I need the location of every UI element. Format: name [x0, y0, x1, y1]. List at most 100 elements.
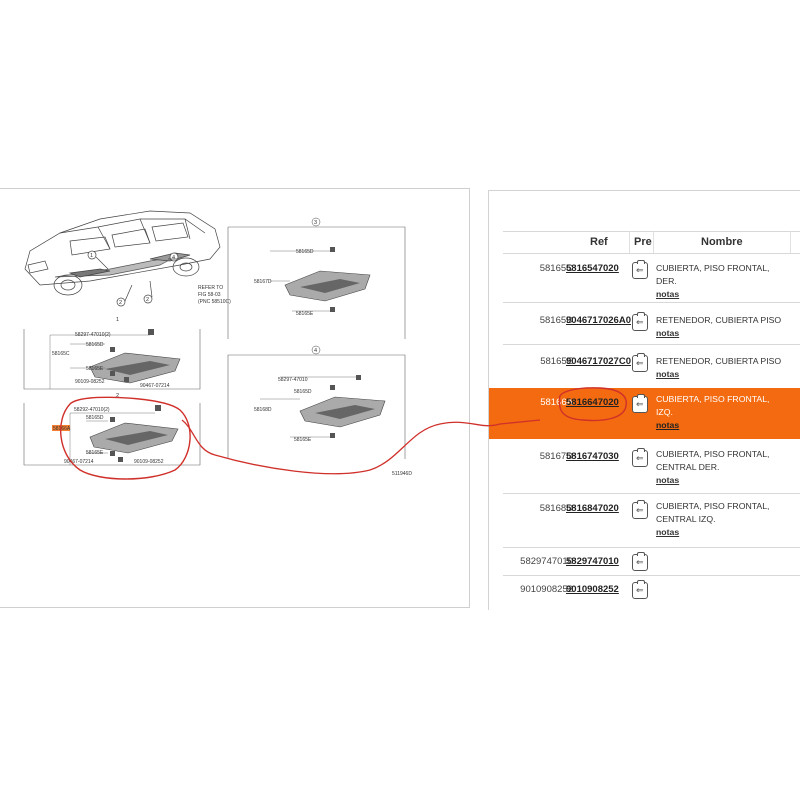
description-line: CENTRAL IZQ. [656, 514, 716, 524]
part-ref-link[interactable]: 9010908252 [566, 584, 619, 595]
clipboard-icon[interactable]: ⇐ [632, 312, 648, 331]
p4-label-58297: 58297-47010 [278, 377, 308, 383]
table-row[interactable]: 5829747010 5829747010 ⇐ [489, 547, 800, 575]
header-divider [790, 231, 791, 253]
frame-4-number: 4 [314, 348, 317, 354]
clipboard-icon[interactable]: ⇐ [632, 448, 648, 467]
p1-label-58165E: 58165E [86, 366, 104, 372]
notes-link[interactable]: notas [656, 420, 680, 430]
row-rule [503, 547, 800, 548]
header-divider [653, 231, 654, 253]
description-line: CUBIERTA, PISO FRONTAL, [656, 394, 770, 404]
description-line: IZQ. [656, 407, 673, 417]
part-description: RETENEDOR, CUBIERTA PISO notas [656, 314, 796, 340]
callout-3: 2 [146, 297, 149, 303]
p4-label-58165E: 58165E [294, 437, 312, 443]
subassembly-frame-2: 2 [23, 393, 201, 466]
car-illustration [24, 210, 221, 307]
description-line: RETENEDOR, CUBIERTA PISO [656, 356, 782, 366]
p2-label-58292: 58292-47010(2) [74, 407, 110, 413]
header-nombre: Nombre [701, 236, 743, 248]
header-ref: Ref [590, 236, 608, 248]
part-ref-link[interactable]: 5816847020 [566, 503, 619, 514]
header-divider [629, 231, 630, 253]
p3-label-58165E: 58165E [296, 311, 314, 317]
table-row-selected[interactable]: 58166A 5816647020 ⇐ CUBIERTA, PISO FRONT… [489, 388, 800, 439]
row-rule [503, 575, 800, 576]
header-rule [503, 253, 800, 254]
part-ref-link[interactable]: 5816647020 [566, 397, 619, 408]
table-row[interactable]: 58165C 5816547020 ⇐ CUBIERTA, PISO FRONT… [489, 253, 800, 299]
header-pre: Pre [634, 236, 652, 248]
p3-label-58167D: 58167D [254, 279, 272, 285]
part-ref-link[interactable]: 9046717026A0 [566, 315, 631, 326]
part-code: 5829747010 [520, 556, 573, 567]
part-description: CUBIERTA, PISO FRONTAL, CENTRAL DER. not… [656, 448, 796, 487]
refer-note-line3: (PNC 58510C) [198, 299, 231, 305]
part-code: 58168D [539, 503, 573, 514]
figure-code: 511946D [392, 471, 412, 477]
refer-note-line1: REFER TO [198, 285, 223, 291]
subassembly-frame-1: 1 [23, 317, 201, 390]
description-line: CUBIERTA, PISO FRONTAL, [656, 501, 770, 511]
callout-2: 2 [119, 300, 122, 306]
notes-link[interactable]: notas [656, 475, 680, 485]
table-top-rule [503, 231, 800, 232]
part-code: 9010908252 [520, 584, 573, 595]
part-description: CUBIERTA, PISO FRONTAL, DER. notas [656, 262, 796, 301]
description-line: CUBIERTA, PISO FRONTAL, [656, 449, 770, 459]
part-ref-link[interactable]: 9046717027C0 [566, 356, 631, 367]
p4-label-58165D: 58165D [294, 389, 312, 395]
part-ref-link[interactable]: 5829747010 [566, 556, 619, 567]
notes-link[interactable]: notas [656, 527, 680, 537]
table-row[interactable]: 9010908252 9010908252 ⇐ [489, 575, 800, 603]
frame-1-number: 1 [116, 317, 119, 323]
description-line: CUBIERTA, PISO FRONTAL, [656, 263, 770, 273]
part-description: CUBIERTA, PISO FRONTAL, IZQ. notas [656, 393, 796, 432]
clipboard-icon[interactable]: ⇐ [632, 353, 648, 372]
row-rule [503, 493, 800, 494]
p2-label-90467: 90467-07214 [64, 459, 94, 465]
table-row[interactable]: 58167D 5816747030 ⇐ CUBIERTA, PISO FRONT… [489, 443, 800, 493]
notes-link[interactable]: notas [656, 289, 680, 299]
clipboard-icon[interactable]: ⇐ [632, 394, 648, 413]
part-description: RETENEDOR, CUBIERTA PISO notas [656, 355, 796, 381]
parts-table-panel: Ref Pre Nombre 58165C 5816547020 ⇐ CUBIE… [488, 190, 800, 610]
callout-4: 4 [172, 255, 175, 261]
p1-label-58165D: 58165D [86, 342, 104, 348]
p1-label-58297: 58297-47010(2) [75, 332, 111, 338]
part-ref-link[interactable]: 5816547020 [566, 263, 619, 274]
table-row[interactable]: 58165E 9046717027C0 ⇐ RETENEDOR, CUBIERT… [489, 344, 800, 385]
row-rule [503, 344, 800, 345]
refer-note-line2: FIG 58-03 [198, 292, 221, 298]
clipboard-icon[interactable]: ⇐ [632, 260, 648, 279]
p1-label-90109: 90109-08252 [75, 379, 105, 385]
part-code: 58165D [539, 315, 573, 326]
clipboard-icon[interactable]: ⇐ [632, 500, 648, 519]
frame-3-number: 3 [314, 220, 317, 226]
p2-label-58165E: 58165E [86, 450, 104, 456]
callout-1: 1 [90, 253, 93, 259]
part-code: 58165E [540, 356, 573, 367]
clipboard-icon[interactable]: ⇐ [632, 580, 648, 599]
description-line: CENTRAL DER. [656, 462, 720, 472]
p1-label-58165C: 58165C [52, 351, 70, 357]
part-code: 58165C [539, 263, 573, 274]
subassembly-frame-3: 3 [227, 217, 406, 339]
table-row[interactable]: 58165D 9046717026A0 ⇐ RETENEDOR, CUBIERT… [489, 302, 800, 343]
table-row[interactable]: 58168D 5816847020 ⇐ CUBIERTA, PISO FRONT… [489, 493, 800, 543]
notes-link[interactable]: notas [656, 369, 680, 379]
p2-label-58165D: 58165D [86, 415, 104, 421]
part-ref-link[interactable]: 5816747030 [566, 451, 619, 462]
p4-label-58168D: 58168D [254, 407, 272, 413]
p1-label-90467: 90467-07214 [140, 383, 170, 389]
description-line: RETENEDOR, CUBIERTA PISO [656, 315, 782, 325]
row-rule [503, 302, 800, 303]
part-code: 58166A [540, 397, 573, 408]
notes-link[interactable]: notas [656, 328, 680, 338]
part-description: CUBIERTA, PISO FRONTAL, CENTRAL IZQ. not… [656, 500, 796, 539]
subassembly-frame-4: 4 [227, 345, 406, 459]
p3-label-58165D: 58165D [296, 249, 314, 255]
clipboard-icon[interactable]: ⇐ [632, 552, 648, 571]
p2-label-90109: 90109-08252 [134, 459, 164, 465]
